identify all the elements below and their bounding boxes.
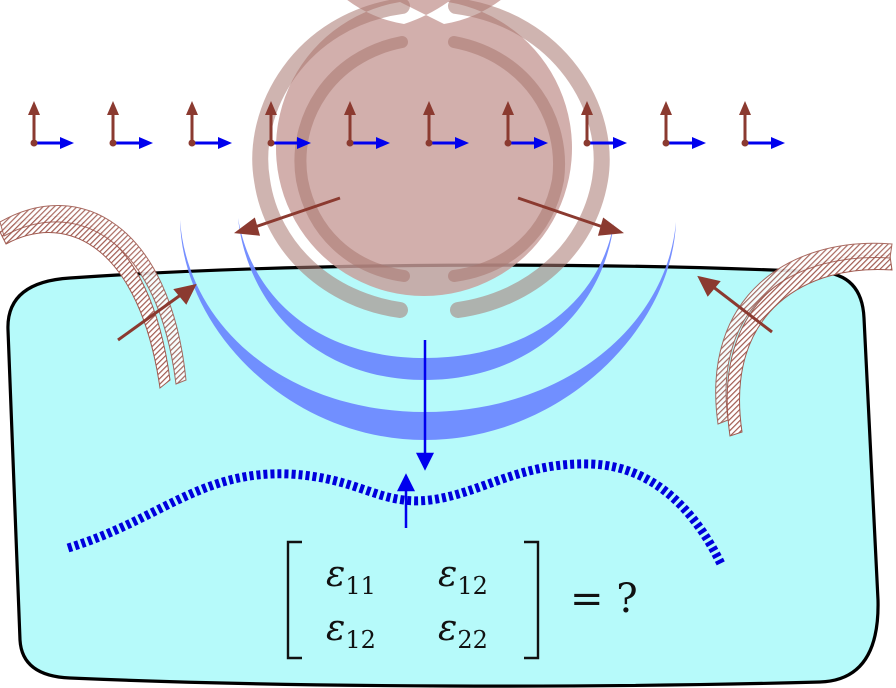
arrow-icon bbox=[517, 196, 624, 236]
frame-horizontal-arrowhead bbox=[534, 137, 548, 149]
frame-vertical-arrowhead bbox=[107, 101, 119, 115]
coordinate-frame-icon bbox=[265, 101, 311, 149]
arrow-icon bbox=[415, 340, 435, 471]
coordinate-frame-icon bbox=[107, 101, 153, 149]
frame-origin bbox=[425, 139, 433, 147]
frame-origin bbox=[504, 139, 512, 147]
arrow-icon bbox=[697, 275, 773, 334]
coordinate-frame-icon bbox=[660, 101, 706, 149]
coordinate-frame-icon bbox=[739, 101, 785, 149]
coordinate-frame-icon bbox=[344, 101, 390, 149]
arrow-icon bbox=[117, 283, 197, 342]
frame-horizontal-arrowhead bbox=[376, 137, 390, 149]
frame-horizontal-arrowhead bbox=[455, 137, 469, 149]
arrow-icon bbox=[234, 196, 341, 236]
matrix-e21: ε12 bbox=[326, 608, 376, 654]
scattered-wave-left bbox=[0, 205, 187, 389]
coordinate-frame-icon bbox=[581, 101, 627, 149]
frame-vertical-arrowhead bbox=[28, 101, 40, 115]
coordinate-frame-icon bbox=[502, 101, 548, 149]
frame-vertical-arrowhead bbox=[502, 101, 514, 115]
frame-horizontal-arrowhead bbox=[613, 137, 627, 149]
frame-vertical-arrowhead bbox=[660, 101, 672, 115]
frame-origin bbox=[583, 139, 591, 147]
source-wavefronts bbox=[276, 0, 572, 296]
matrix-left-bracket bbox=[286, 540, 302, 660]
strain-matrix: ε11 ε12 ε12 ε22 = ? bbox=[286, 540, 638, 660]
matrix-e12: ε12 bbox=[438, 554, 488, 600]
frame-horizontal-arrowhead bbox=[297, 137, 311, 149]
frame-horizontal-arrowhead bbox=[218, 137, 232, 149]
frame-vertical-arrowhead bbox=[344, 101, 356, 115]
scattered-wave-right bbox=[715, 242, 893, 437]
frame-origin bbox=[30, 139, 38, 147]
coordinate-frame-icon bbox=[186, 101, 232, 149]
frame-vertical-arrowhead bbox=[423, 101, 435, 115]
frame-origin bbox=[188, 139, 196, 147]
frame-vertical-arrowhead bbox=[186, 101, 198, 115]
source-wavefront-outer bbox=[276, 0, 572, 296]
frame-origin bbox=[267, 139, 275, 147]
source-wavefront-arcs bbox=[252, 0, 610, 318]
frame-horizontal-arrowhead bbox=[60, 137, 74, 149]
frame-horizontal-arrowhead bbox=[771, 137, 785, 149]
frame-origin bbox=[662, 139, 670, 147]
source-arrows bbox=[117, 196, 773, 342]
sensor-array bbox=[28, 101, 785, 149]
matrix-e11: ε11 bbox=[326, 554, 376, 600]
frame-vertical-arrowhead bbox=[739, 101, 751, 115]
transmitted-wavefront-inner bbox=[238, 218, 614, 380]
frame-origin bbox=[109, 139, 117, 147]
interface-curve bbox=[66, 459, 727, 568]
frame-origin bbox=[741, 139, 749, 147]
transmitted-wavefronts bbox=[180, 218, 676, 440]
frame-vertical-arrowhead bbox=[265, 101, 277, 115]
transmitted-arrows bbox=[396, 340, 435, 528]
frame-origin bbox=[346, 139, 354, 147]
coordinate-frame-icon bbox=[28, 101, 74, 149]
frame-horizontal-arrowhead bbox=[139, 137, 153, 149]
frame-vertical-arrowhead bbox=[581, 101, 593, 115]
matrix-e22: ε22 bbox=[438, 608, 488, 654]
frame-horizontal-arrowhead bbox=[692, 137, 706, 149]
matrix-right-bracket bbox=[524, 540, 540, 660]
arrow-icon bbox=[396, 473, 416, 528]
matrix-equals-question: = ? bbox=[570, 576, 638, 622]
coordinate-frame-icon bbox=[423, 101, 469, 149]
transmitted-wavefront-outer bbox=[180, 220, 676, 440]
